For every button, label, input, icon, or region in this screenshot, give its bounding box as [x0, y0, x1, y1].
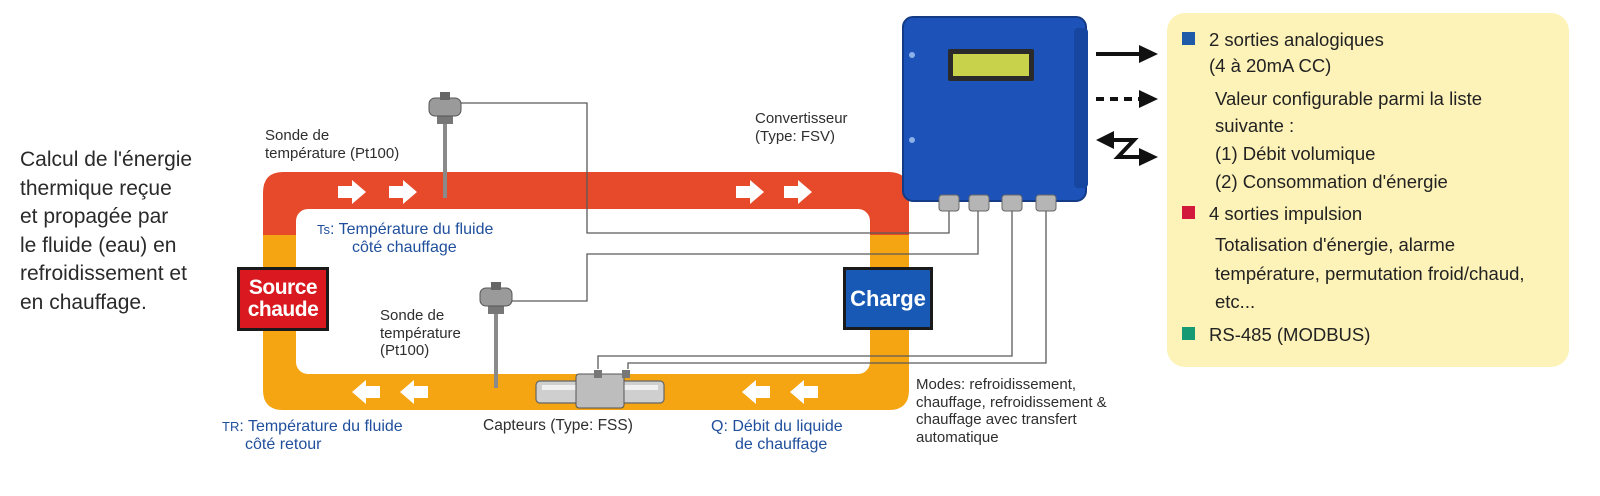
- pulse-title: 4 sorties impulsion: [1182, 202, 1362, 226]
- ts-line: côté chauffage: [352, 239, 457, 256]
- debit-line: de chauffage: [735, 436, 828, 453]
- analog-title: 2 sorties analogiques: [1182, 28, 1384, 52]
- intro-text: Calcul de l'énergie thermique reçue et p…: [20, 146, 235, 317]
- analog-square-icon: [1182, 32, 1195, 45]
- signal-wires: [452, 102, 1047, 369]
- convertisseur-line: (Type: FSV): [755, 127, 836, 145]
- sonde-top-label: Sonde de température (Pt100): [265, 127, 399, 162]
- sonde-top-line: Sonde de: [265, 127, 330, 144]
- thermometer-probe-icon: [428, 92, 462, 198]
- ts-label: Ts: Température du fluide côté chauffage: [317, 221, 493, 257]
- analog-desc-line: (2) Consommation d'énergie: [1215, 171, 1448, 192]
- source-line: Source: [248, 276, 318, 299]
- charge-box: Charge: [843, 267, 933, 330]
- analog-desc-line: (1) Débit volumique: [1215, 143, 1376, 164]
- intro-line: le fluide (eau) en: [20, 233, 177, 257]
- tr-label: TR: Température du fluide côté retour: [222, 418, 403, 454]
- sonde-bottom-line: température: [380, 324, 461, 342]
- tr-line: côté retour: [245, 436, 322, 453]
- sonde-top-line: température (Pt100): [265, 144, 400, 162]
- rs-title-text: RS-485 (MODBUS): [1209, 324, 1371, 345]
- intro-line: Calcul de l'énergie: [20, 148, 193, 171]
- intro-line: refroidissement et: [20, 262, 187, 285]
- debit-line: Q: Débit du liquide: [711, 418, 843, 435]
- sonde-bottom-line: Sonde de: [380, 307, 445, 324]
- dashed-arrow-icon: [1096, 90, 1158, 108]
- modes-line: chauffage, refroidissement &: [916, 393, 1107, 411]
- debit-label: Q: Débit du liquide de chauffage: [711, 418, 843, 454]
- tr-symbol: TR: [222, 419, 240, 434]
- pulse-title-text: 4 sorties impulsion: [1209, 203, 1363, 224]
- loop-inner: [296, 209, 870, 374]
- convertisseur-line: Convertisseur: [755, 110, 848, 127]
- rs-square-icon: [1182, 327, 1195, 340]
- rs-title: RS-485 (MODBUS): [1182, 323, 1370, 347]
- ts-line: : Température du fluide: [330, 221, 494, 238]
- bidirectional-arrow-icon: [1096, 131, 1158, 166]
- analog-desc-line: Valeur configurable parmi la liste: [1215, 88, 1483, 109]
- pulse-desc-line: Totalisation d'énergie, alarme: [1215, 234, 1456, 255]
- intro-line: thermique reçue: [20, 176, 172, 200]
- pulse-desc-line: etc...: [1215, 291, 1256, 312]
- source-chaude-box: Source chaude: [237, 267, 329, 331]
- output-arrow-icon: [1096, 45, 1158, 63]
- pulse-square-icon: [1182, 206, 1195, 219]
- modes-line: Modes: refroidissement,: [916, 376, 1077, 393]
- capteurs-label: Capteurs (Type: FSS): [483, 417, 633, 434]
- tr-line: : Température du fluide: [239, 418, 403, 435]
- convertisseur-label: Convertisseur (Type: FSV): [755, 110, 848, 145]
- sonde-bottom-label: Sonde de température (Pt100): [380, 307, 461, 360]
- outputs-panel: 2 sorties analogiques (4 à 20mA CC) Vale…: [1167, 13, 1569, 367]
- source-line: chaude: [247, 298, 319, 321]
- intro-line: en chauffage.: [20, 290, 147, 314]
- converter-device-icon: [902, 16, 1088, 212]
- flow-arrow-icon: [338, 180, 812, 204]
- modes-line: automatique: [916, 428, 999, 446]
- ts-symbol: Ts: [317, 222, 330, 237]
- analog-title-line: (4 à 20mA CC): [1209, 55, 1332, 76]
- thermometer-probe-icon: [479, 282, 513, 388]
- sonde-bottom-line: (Pt100): [380, 342, 430, 359]
- flow-sensor-icon: [535, 370, 665, 409]
- analog-desc-line: suivante :: [1215, 115, 1295, 136]
- analog-title-line: 2 sorties analogiques: [1209, 29, 1384, 50]
- intro-line: et propagée par: [20, 205, 169, 228]
- modes-label: Modes: refroidissement, chauffage, refro…: [916, 376, 1107, 446]
- pulse-desc-line: température, permutation froid/chaud,: [1215, 263, 1525, 284]
- flow-arrow-icon: [352, 380, 818, 404]
- modes-line: chauffage avec transfert: [916, 411, 1077, 428]
